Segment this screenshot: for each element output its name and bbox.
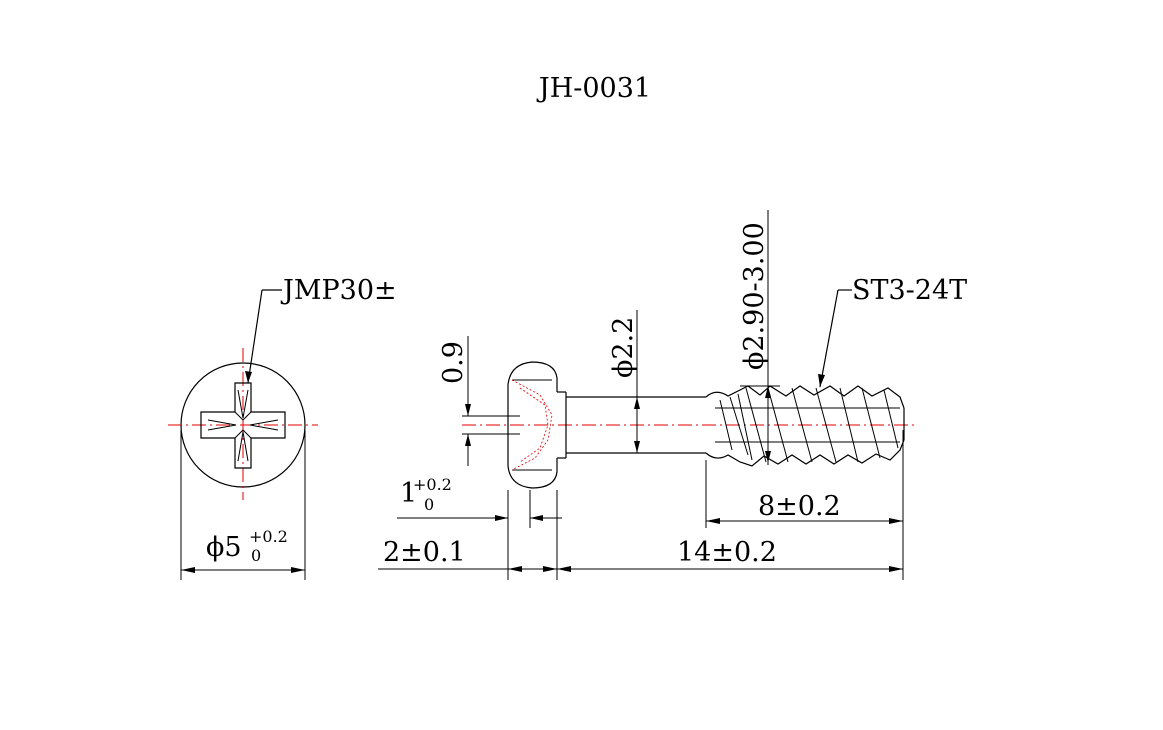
thread-diameter-label: ϕ2.90-3.00 — [739, 222, 770, 370]
thread-length-dimension — [705, 430, 904, 580]
shank-diameter-label: ϕ2.2 — [608, 317, 639, 378]
head-recess-label: JMP30± — [280, 275, 397, 306]
head-diameter-tol-upper: +0.2 — [249, 527, 288, 546]
head-height-label: 2±0.1 — [383, 537, 466, 568]
thread-diameter-dimension — [740, 210, 780, 465]
slot-depth-dimension — [462, 336, 520, 466]
length-dimensions — [378, 490, 903, 580]
shank-diameter-dimension — [634, 310, 640, 453]
neck-length-tol-lower: 0 — [424, 495, 434, 514]
total-length-label: 14±0.2 — [677, 537, 777, 568]
head-diameter-label: ϕ5 — [206, 532, 242, 563]
head-diameter-tol-lower: 0 — [251, 546, 261, 565]
slot-depth-label: 0.9 — [438, 341, 469, 384]
screw-side-view — [462, 361, 916, 489]
head-top-view — [168, 289, 318, 500]
thread-spec-label: ST3-24T — [852, 275, 967, 306]
neck-length-label: 1 — [400, 478, 417, 509]
head-diameter-dimension — [180, 430, 306, 580]
neck-length-dimension — [397, 515, 562, 521]
thread-spec-leader — [818, 289, 852, 388]
drawing-title: JH-0031 — [536, 73, 651, 104]
neck-length-tol-upper: +0.2 — [413, 475, 452, 494]
thread-length-label: 8±0.2 — [758, 491, 841, 522]
